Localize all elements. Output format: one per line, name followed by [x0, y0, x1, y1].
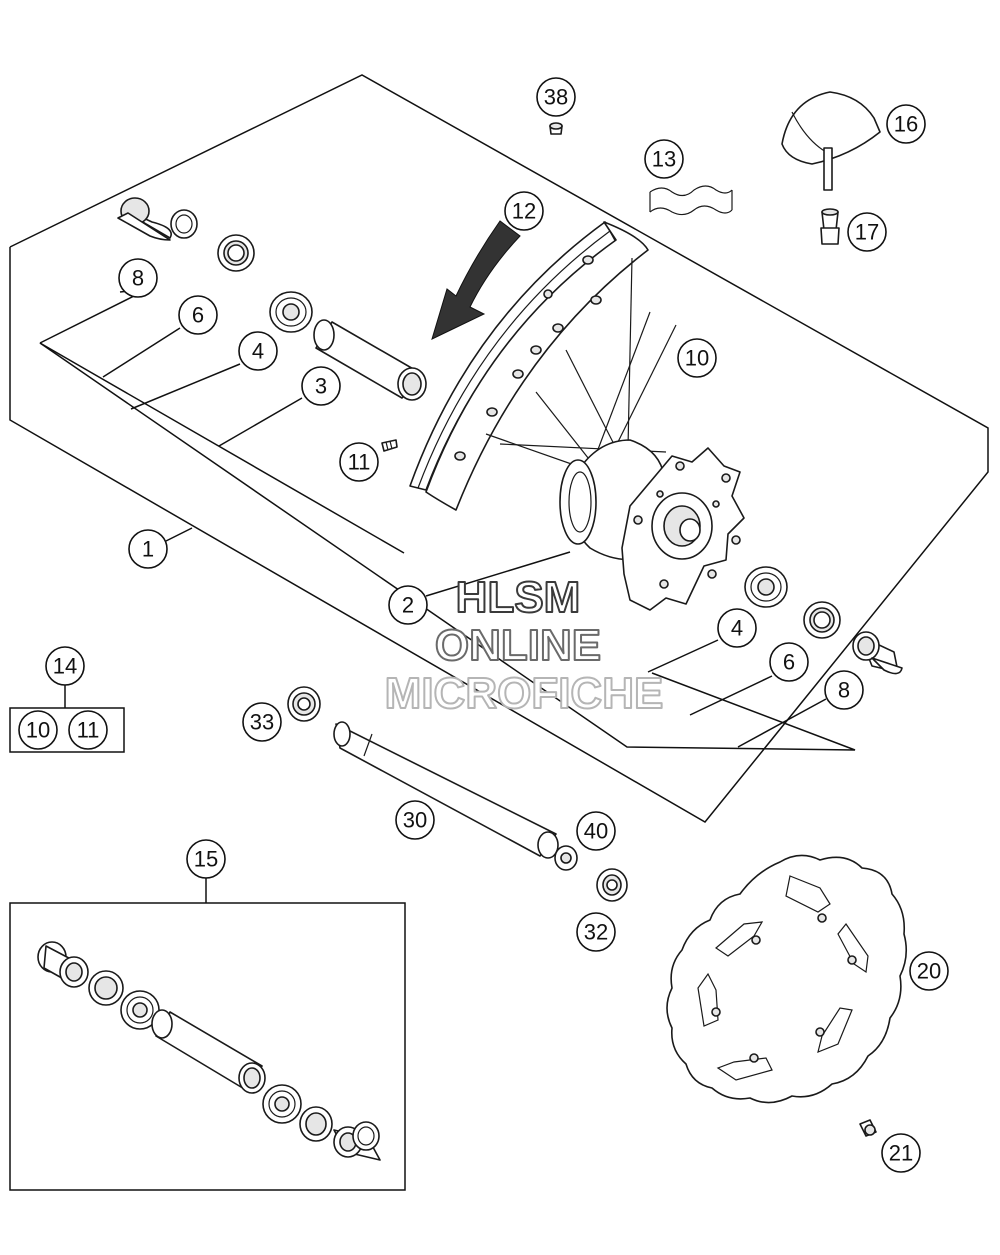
callout-13[interactable]: 13 — [644, 139, 684, 179]
callout-16-label: 16 — [894, 112, 918, 137]
leader-lines — [39, 289, 827, 903]
bearing-4-upper — [269, 291, 313, 333]
callout-4-upper[interactable]: 4 — [238, 331, 278, 371]
callout-38[interactable]: 38 — [536, 77, 576, 117]
callout-14[interactable]: 14 — [45, 646, 85, 686]
screw-21 — [859, 1119, 877, 1137]
callout-3[interactable]: 3 — [301, 366, 341, 406]
callout-6-lower-label: 6 — [783, 650, 795, 675]
watermark-line-1: HLSM — [456, 573, 581, 622]
callout-32-label: 32 — [584, 920, 608, 945]
callout-4-lower[interactable]: 4 — [717, 608, 757, 648]
callout-4-upper-label: 4 — [252, 339, 264, 364]
callout-12[interactable]: 12 — [504, 191, 544, 231]
spacer-8-lower — [852, 631, 903, 675]
axle-nut-33 — [287, 686, 321, 722]
callout-8-upper-label: 8 — [132, 266, 144, 291]
callout-6-lower[interactable]: 6 — [769, 642, 809, 682]
callout-8-lower-label: 8 — [838, 678, 850, 703]
nut-32 — [596, 868, 628, 902]
rim-tape-13 — [649, 185, 733, 216]
callout-12-label: 12 — [512, 199, 536, 224]
wheel-assembly-outline — [9, 74, 989, 823]
watermark-line-2: ONLINE — [435, 621, 601, 670]
callout-40-label: 40 — [584, 819, 608, 844]
callout-15-label: 15 — [194, 847, 218, 872]
hub-2 — [559, 439, 745, 611]
callout-11-main[interactable]: 11 — [339, 442, 379, 482]
callout-4-lower-label: 4 — [731, 616, 743, 641]
callout-40[interactable]: 40 — [576, 811, 616, 851]
spacer-8-upper — [117, 197, 198, 241]
callout-11-main-label: 11 — [348, 450, 371, 475]
callout-10-main[interactable]: 10 — [677, 338, 717, 378]
watermark-line-3: MICROFICHE — [385, 669, 664, 718]
callout-11-kit-label: 11 — [77, 718, 100, 743]
callout-1-label: 1 — [142, 537, 154, 562]
callout-10-main-label: 10 — [685, 346, 709, 371]
spoke-nipple-11 — [381, 439, 398, 452]
brake-disc-20 — [666, 854, 908, 1104]
seal-6-upper — [217, 234, 255, 272]
callout-32[interactable]: 32 — [576, 912, 616, 952]
callout-1[interactable]: 1 — [128, 529, 168, 569]
callout-33-label: 33 — [250, 710, 274, 735]
callout-30-label: 30 — [403, 808, 427, 833]
rim — [409, 221, 649, 511]
seal-6-lower — [803, 601, 841, 639]
callout-11-kit[interactable]: 11 — [68, 710, 108, 750]
callout-20[interactable]: 20 — [909, 951, 949, 991]
rotation-direction-arrow — [431, 220, 521, 340]
callout-8-upper[interactable]: 8 — [118, 258, 158, 298]
cap-38 — [549, 122, 563, 135]
nut-17 — [820, 208, 840, 245]
bearing-4-lower — [744, 566, 788, 608]
washer-40 — [554, 845, 578, 871]
callout-33[interactable]: 33 — [242, 702, 282, 742]
callout-16[interactable]: 16 — [886, 104, 926, 144]
callout-10-kit-label: 10 — [26, 718, 50, 743]
callout-21[interactable]: 21 — [881, 1133, 921, 1173]
watermark: HLSM ONLINE MICROFICHE — [384, 572, 665, 719]
callout-3-label: 3 — [315, 374, 327, 399]
rim-lock-16 — [781, 91, 881, 191]
callout-15[interactable]: 15 — [186, 839, 226, 879]
callout-10-kit[interactable]: 10 — [18, 710, 58, 750]
callout-6-upper[interactable]: 6 — [178, 295, 218, 335]
spacer-tube-3 — [313, 319, 427, 401]
kit-15-parts — [37, 941, 381, 1161]
callout-38-label: 38 — [544, 85, 568, 110]
kit-box-15 — [9, 902, 406, 1191]
callout-17-label: 17 — [855, 220, 879, 245]
callout-2[interactable]: 2 — [388, 585, 428, 625]
callout-8-lower[interactable]: 8 — [824, 670, 864, 710]
kit-box-14 — [9, 707, 125, 753]
callout-14-label: 14 — [53, 654, 77, 679]
callout-17[interactable]: 17 — [847, 212, 887, 252]
callout-21-label: 21 — [889, 1141, 913, 1166]
callout-13-label: 13 — [652, 147, 676, 172]
callout-20-label: 20 — [917, 959, 941, 984]
callout-2-label: 2 — [402, 593, 414, 618]
axle-30 — [333, 721, 559, 859]
callout-6-upper-label: 6 — [192, 303, 204, 328]
callout-30[interactable]: 30 — [395, 800, 435, 840]
